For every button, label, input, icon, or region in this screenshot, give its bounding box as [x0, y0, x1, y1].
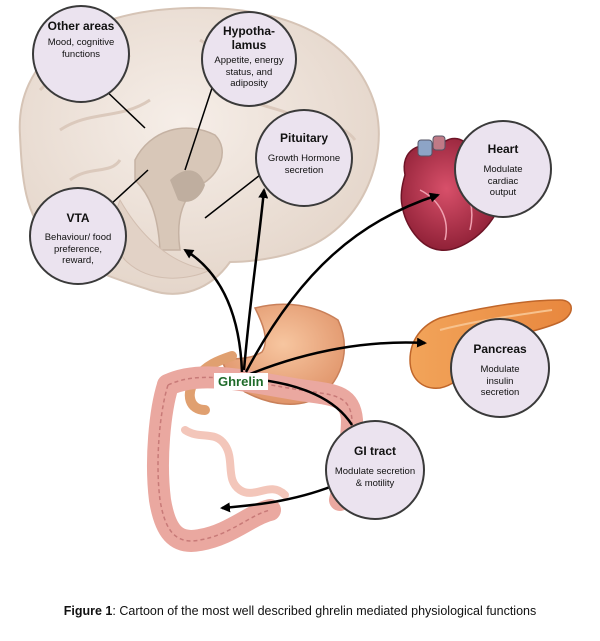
figure-caption-label: Figure 1	[63, 604, 113, 618]
figure-caption: Figure 1: Cartoon of the most well descr…	[0, 604, 600, 618]
node-pancreas-desc: Modulate insulin secretion	[480, 364, 520, 398]
node-other-areas-title: Other areas	[47, 19, 115, 33]
node-pituitary: Pituitary Growth Hormone secretion	[255, 109, 353, 207]
node-hypothalamus: Hypotha-lamus Appetite, energy status, a…	[201, 11, 297, 107]
node-vta-desc: Behaviour/ food preference, reward,	[44, 232, 112, 266]
node-vta: VTA Behaviour/ food preference, reward,	[29, 187, 127, 285]
line-to-gi-tract	[261, 378, 354, 426]
node-gi-tract-title: GI tract	[353, 444, 396, 458]
node-other-areas: Other areas Mood, cognitive functions	[32, 5, 130, 103]
hypothalamus-connector	[184, 84, 214, 171]
node-hypothalamus-title: Hypotha-lamus	[223, 24, 275, 52]
vta-connector	[109, 169, 149, 206]
node-pituitary-title: Pituitary	[279, 131, 328, 145]
ghrelin-label: Ghrelin	[214, 373, 268, 390]
node-hypothalamus-desc: Appetite, energy status, and adiposity	[214, 55, 284, 89]
node-gi-tract-desc: Modulate secretion & motility	[334, 466, 416, 489]
figure-caption-text: : Cartoon of the most well described ghr…	[112, 604, 537, 618]
arrow-to-pancreas	[249, 337, 427, 376]
node-pituitary-desc: Growth Hormone secretion	[267, 153, 341, 176]
node-heart: Heart Modulate cardiac output	[454, 120, 552, 218]
arrow-to-vta	[183, 248, 244, 373]
node-pancreas: Pancreas Modulate insulin secretion	[450, 318, 550, 418]
node-pancreas-title: Pancreas	[473, 342, 527, 356]
node-other-areas-desc: Mood, cognitive functions	[47, 37, 115, 60]
node-heart-title: Heart	[487, 142, 519, 156]
arrow-to-pituitary	[242, 188, 269, 371]
ghrelin-arrows	[183, 188, 440, 513]
arrow-from-gi-tract	[220, 481, 341, 513]
arrow-to-heart	[244, 192, 440, 373]
node-heart-desc: Modulate cardiac output	[483, 164, 523, 198]
node-gi-tract: GI tract Modulate secretion & motility	[325, 420, 425, 520]
pituitary-connector	[204, 174, 261, 219]
node-vta-title: VTA	[66, 211, 90, 225]
